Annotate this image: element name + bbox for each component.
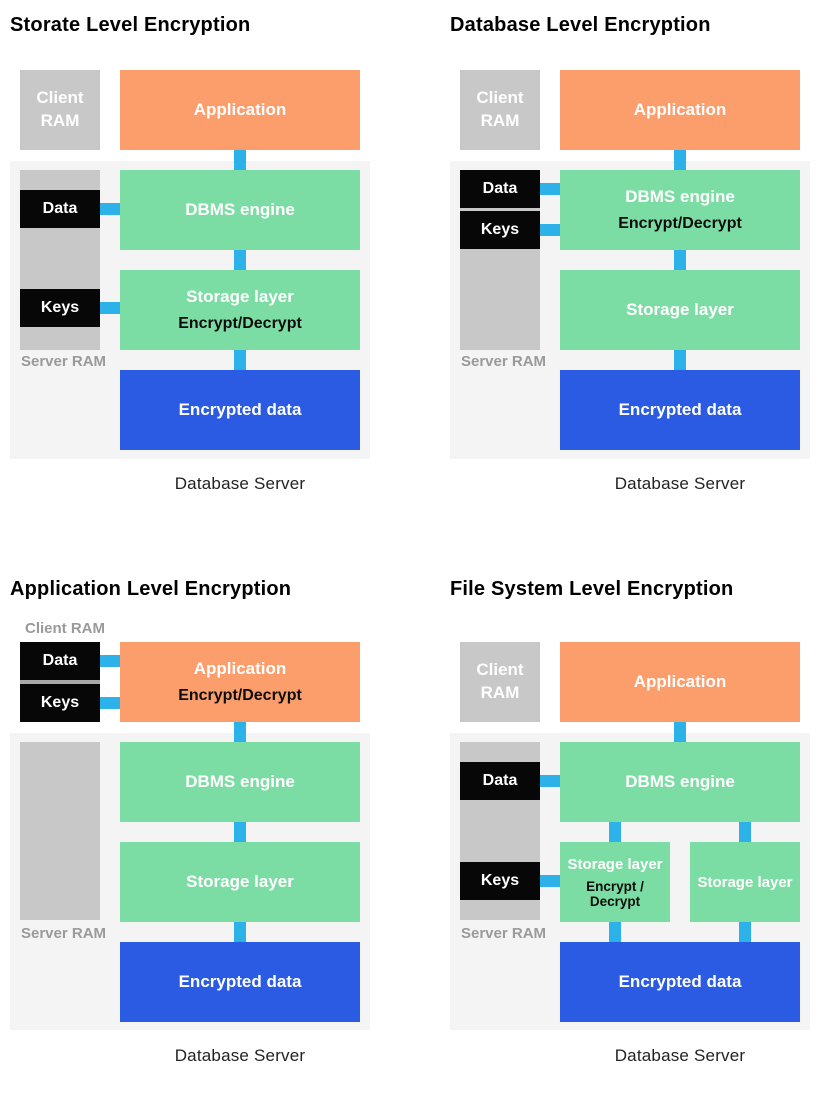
storage-layer-label: Storage layer [697, 873, 793, 891]
encrypted-data-label: Encrypted data [178, 972, 302, 991]
encrypted-data-label: Encrypted data [618, 400, 742, 419]
data-box: Data [460, 762, 540, 800]
keys-box: Keys [20, 684, 100, 722]
connector-application-dbms [674, 722, 686, 743]
dbms-engine-label: DBMS engine [185, 772, 295, 791]
connector-dbms-storage-right [739, 822, 751, 843]
data-box: Data [460, 170, 540, 208]
client-ram-label: Client RAM [36, 88, 84, 130]
connector-application-dbms [234, 722, 246, 743]
connector-dbms-storage [234, 250, 246, 271]
application-level-title: Application Level Encryption [10, 578, 292, 600]
storage-level-title: Storate Level Encryption [10, 14, 251, 36]
dbms-engine-box: DBMS engine [560, 742, 800, 822]
application-box: Application [560, 642, 800, 722]
application-label: Application [633, 672, 727, 691]
application-label: Application [193, 100, 287, 119]
storage-layer-box: Storage layer Encrypt/Decrypt [120, 270, 360, 350]
data-label: Data [482, 772, 518, 789]
application-label: Application [633, 100, 727, 119]
storage-layer-label: Storage layer [186, 287, 294, 306]
data-label: Data [42, 200, 78, 217]
connector-storage-left-encrypted [609, 922, 621, 943]
dbms-engine-label: DBMS engine [185, 200, 295, 219]
storage-layer-label: Storage layer [626, 300, 734, 319]
dbms-engine-label: DBMS engine [625, 187, 735, 206]
encrypted-data-box: Encrypted data [560, 942, 800, 1022]
connector-storage-right-encrypted [739, 922, 751, 943]
database-server-label: Database Server [614, 1046, 746, 1065]
keys-box: Keys [20, 289, 100, 327]
data-label: Data [42, 652, 78, 669]
encrypt-decrypt-label: Encrypt/Decrypt [178, 315, 302, 332]
server-ram-label: Server RAM [21, 925, 107, 942]
connector-storage-encrypted [234, 350, 246, 371]
connector-keys-storage [100, 302, 120, 314]
database-level-title: Database Level Encryption [450, 14, 711, 36]
encrypted-data-box: Encrypted data [120, 370, 360, 450]
keys-box: Keys [460, 862, 540, 900]
storage-layer-box: Storage layer [690, 842, 800, 922]
connector-keys-storage [540, 875, 560, 887]
storage-layer-box: Storage layer [120, 842, 360, 922]
connector-data-dbms [540, 775, 560, 787]
database-server-label: Database Server [614, 474, 746, 493]
keys-label: Keys [480, 872, 520, 889]
connector-application-dbms [234, 150, 246, 171]
server-ram-label: Server RAM [461, 353, 547, 370]
connector-dbms-storage [674, 250, 686, 271]
storage-layer-label: Storage layer [186, 872, 294, 891]
encrypted-data-label: Encrypted data [178, 400, 302, 419]
connector-data-dbms [540, 183, 560, 195]
encrypt-decrypt-label: Encrypt/Decrypt [178, 687, 302, 704]
data-box: Data [20, 642, 100, 680]
encrypted-data-box: Encrypted data [560, 370, 800, 450]
data-keys-divider [20, 680, 100, 684]
connector-keys-dbms [540, 224, 560, 236]
storage-layer-encrypt-box: Storage layer Encrypt / Decrypt [560, 842, 670, 922]
application-box: Application Encrypt/Decrypt [120, 642, 360, 722]
client-ram-label: Client RAM [476, 660, 524, 702]
client-ram-box: Client RAM [20, 70, 100, 150]
keys-label: Keys [480, 221, 520, 238]
client-ram-box: Client RAM [460, 70, 540, 150]
dbms-engine-box: DBMS engine [120, 742, 360, 822]
keys-label: Keys [40, 694, 80, 711]
keys-box: Keys [460, 211, 540, 249]
dbms-engine-box: DBMS engine Encrypt/Decrypt [560, 170, 800, 250]
data-label: Data [482, 180, 518, 197]
encrypted-data-label: Encrypted data [618, 972, 742, 991]
database-server-label: Database Server [174, 474, 306, 493]
connector-storage-encrypted [234, 922, 246, 943]
application-box: Application [120, 70, 360, 150]
dbms-engine-label: DBMS engine [625, 772, 735, 791]
client-ram-label: Client RAM [476, 88, 524, 130]
connector-keys-application [100, 697, 120, 709]
connector-dbms-storage [234, 822, 246, 843]
storage-layer-box: Storage layer [560, 270, 800, 350]
database-server-label: Database Server [174, 1046, 306, 1065]
keys-label: Keys [40, 299, 80, 316]
data-box: Data [20, 190, 100, 228]
server-ram-label: Server RAM [21, 353, 107, 370]
dbms-engine-box: DBMS engine [120, 170, 360, 250]
server-ram-label: Server RAM [461, 925, 547, 942]
client-ram-label: Client RAM [25, 620, 105, 637]
connector-storage-encrypted [674, 350, 686, 371]
filesystem-level-title: File System Level Encryption [450, 578, 734, 600]
encrypt-decrypt-label: Encrypt/Decrypt [618, 215, 742, 232]
connector-data-dbms [100, 203, 120, 215]
encrypted-data-box: Encrypted data [120, 942, 360, 1022]
client-ram-box: Client RAM [460, 642, 540, 722]
application-box: Application [560, 70, 800, 150]
connector-data-application [100, 655, 120, 667]
encrypt-decrypt-label: Encrypt / Decrypt [586, 878, 644, 909]
connector-application-dbms [674, 150, 686, 171]
connector-dbms-storage-left [609, 822, 621, 843]
storage-layer-label: Storage layer [567, 855, 663, 873]
application-label: Application [193, 659, 287, 678]
server-ram-column [20, 742, 100, 920]
